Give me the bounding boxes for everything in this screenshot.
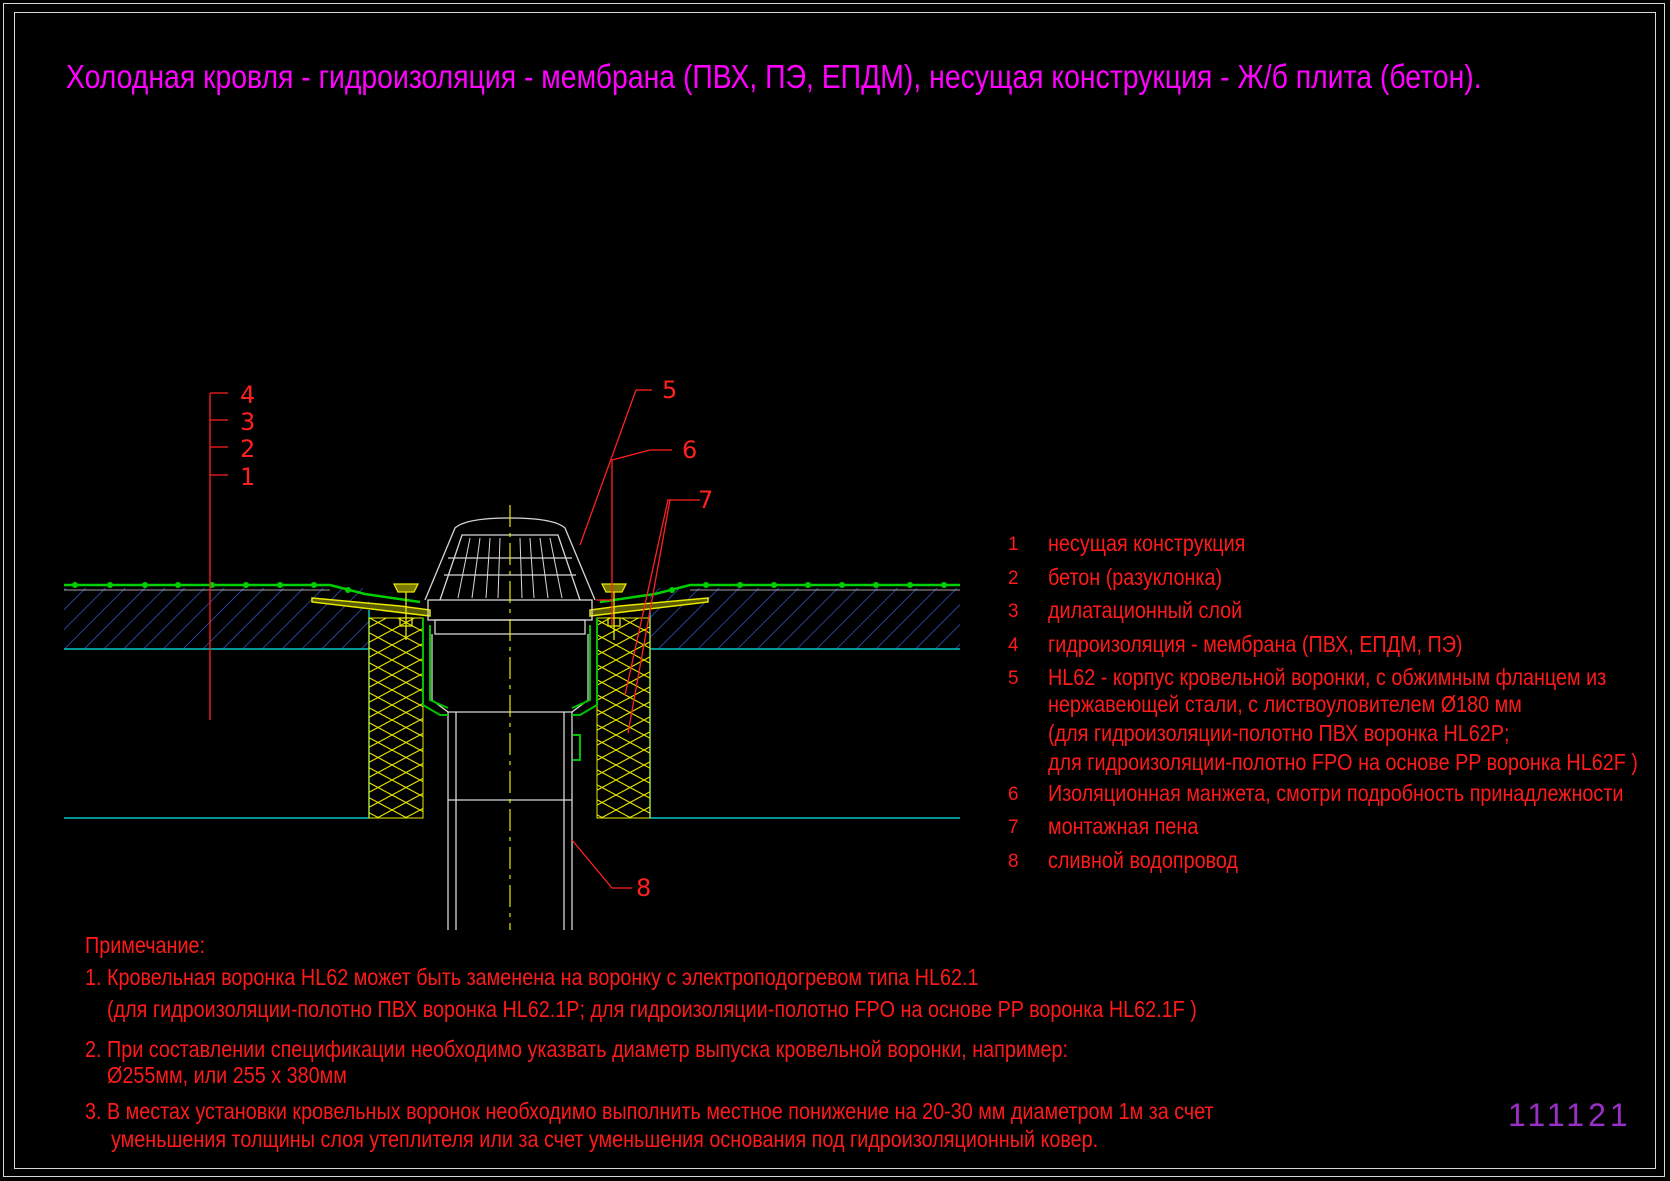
legend-num: 2 — [1008, 568, 1019, 589]
legend-text: для гидроизоляции-полотно FPO на основе … — [1048, 749, 1638, 775]
note-2-continued: Ø255мм, или 255 х 380мм — [107, 1062, 347, 1088]
drawing-code: 111121 — [1508, 1097, 1632, 1133]
callout-1: 1 — [240, 463, 255, 491]
legend-text: (для гидроизоляции-полотно ПВХ воронка H… — [1048, 720, 1510, 746]
note-2: 2. При составлении спецификации необходи… — [85, 1036, 1069, 1062]
legend-text: несущая конструкция — [1048, 530, 1246, 556]
callout-2: 2 — [240, 435, 255, 463]
legend-text: монтажная пена — [1048, 813, 1199, 839]
concrete-screed — [64, 588, 960, 649]
callout-8: 8 — [636, 874, 651, 902]
legend-text: нержавеющей стали, с листвоуловителем Ø1… — [1048, 691, 1522, 717]
legend-num: 4 — [1008, 635, 1019, 656]
drawing-frame-inner — [14, 12, 1656, 1169]
callout-7: 7 — [698, 486, 713, 514]
insulating-sleeve — [422, 618, 598, 761]
callout-6: 6 — [682, 436, 697, 464]
notes-heading: Примечание: — [85, 932, 205, 958]
layer-leaders — [209, 389, 700, 889]
legend-num: 7 — [1008, 817, 1019, 838]
callout-3: 3 — [240, 408, 255, 436]
note-1-continued: (для гидроизоляции-полотно ПВХ воронка H… — [107, 996, 1197, 1022]
legend-text: HL62 - корпус кровельной воронки, с обжи… — [1048, 664, 1607, 690]
note-3: 3. В местах установки кровельных воронок… — [85, 1098, 1214, 1124]
legend-num: 1 — [1008, 534, 1019, 555]
legend-num: 8 — [1008, 851, 1019, 872]
legend-text: дилатационный слой — [1048, 597, 1243, 623]
clamp-bolts — [392, 583, 628, 640]
callout-4: 4 — [240, 381, 255, 409]
note-3-continued: уменьшения толщины слоя утеплителя или з… — [111, 1126, 1099, 1152]
mounting-foam — [368, 617, 651, 819]
callout-5: 5 — [662, 376, 677, 404]
legend-text: сливной водопровод — [1048, 847, 1238, 873]
note-1: 1. Кровельная воронка HL62 может быть за… — [85, 964, 979, 990]
drain-flange — [311, 597, 709, 617]
layer-callout-labels: 4 3 2 1 5 6 7 8 — [240, 376, 713, 902]
drawing-title: Холодная кровля - гидроизоляция - мембра… — [66, 58, 1482, 95]
waterproofing-membrane — [64, 582, 960, 604]
legend-num: 5 — [1008, 668, 1019, 689]
legend-num: 6 — [1008, 784, 1019, 805]
legend-text: Изоляционная манжета, смотри подробность… — [1048, 780, 1624, 806]
legend-text: бетон (разуклонка) — [1048, 564, 1223, 590]
drawing-frame-outer — [3, 3, 1665, 1177]
legend-num: 3 — [1008, 601, 1019, 622]
legend-text: гидроизоляция - мембрана (ПВХ, ЕПДМ, ПЭ) — [1048, 631, 1463, 657]
